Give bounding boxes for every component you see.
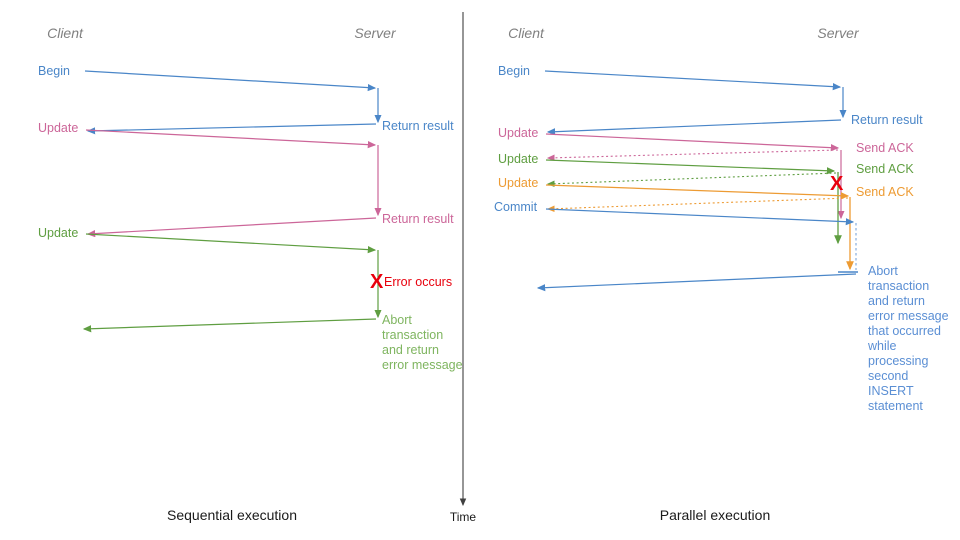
arrow-return-result-1: [86, 123, 377, 135]
arrow-commit: [545, 208, 855, 226]
lane-header-client: Client: [47, 25, 84, 41]
arrow-send-ack-1: [546, 149, 839, 162]
note-line: error message: [382, 358, 463, 372]
note-line: transaction: [382, 328, 443, 342]
error-marker-sequential: X Error occurs: [370, 271, 452, 293]
message-update-1-parallel: Update Send ACK: [498, 126, 914, 155]
note-line: statement: [868, 399, 923, 413]
message-begin: Begin: [38, 64, 377, 92]
message-abort-return-parallel: Abort transaction and return error messa…: [536, 264, 952, 413]
arrow-return-result-parallel: [546, 119, 842, 136]
message-update-2: Update: [38, 226, 377, 254]
message-return-result-parallel: Return result: [546, 113, 923, 136]
arrow-send-ack-2: [546, 172, 837, 188]
server-note-sequential: Abort transaction and return error messa…: [382, 313, 463, 372]
arrow-update-2: [85, 233, 377, 254]
error-x-icon: X: [370, 271, 384, 293]
message-label-return-result-parallel: Return result: [851, 113, 923, 127]
arrow-update-3-parallel: [545, 184, 850, 200]
message-update-2-parallel: Update Send ACK: [498, 152, 914, 176]
note-line: and return: [868, 294, 925, 308]
message-label-commit: Commit: [494, 200, 538, 214]
note-line: Abort: [868, 264, 898, 278]
arrow-update-1-parallel: [545, 133, 840, 152]
panel-caption-sequential: Sequential execution: [167, 507, 297, 523]
message-label-begin-parallel: Begin: [498, 64, 530, 78]
time-axis-label: Time: [450, 510, 477, 524]
note-line: error message: [868, 309, 949, 323]
arrow-return-result-2: [86, 217, 377, 238]
error-x-icon-parallel: X: [830, 173, 844, 195]
message-label-return-result-1: Return result: [382, 119, 454, 133]
note-line: second: [868, 369, 908, 383]
note-line: INSERT: [868, 384, 914, 398]
message-label-return-result-2: Return result: [382, 212, 454, 226]
message-return-result-2: Return result: [86, 212, 454, 238]
server-note-parallel: Abort transaction and return error messa…: [867, 264, 952, 413]
arrow-send-ack-3: [546, 197, 849, 213]
lane-header-server-parallel: Server: [817, 25, 860, 41]
panel-parallel: Client Server Begin Return result Update…: [494, 25, 952, 523]
lane-header-server: Server: [354, 25, 397, 41]
note-line: processing: [868, 354, 928, 368]
message-label-send-ack-2: Send ACK: [856, 162, 914, 176]
message-label-send-ack-3: Send ACK: [856, 185, 914, 199]
message-label-update-2-parallel: Update: [498, 152, 538, 166]
message-begin-parallel: Begin: [498, 64, 842, 91]
message-label-begin: Begin: [38, 64, 70, 78]
message-label-update-1: Update: [38, 121, 78, 135]
note-line: that occurred: [868, 324, 941, 338]
arrow-abort-return: [82, 318, 377, 333]
arrow-abort-return-parallel: [536, 273, 857, 292]
arrow-begin: [84, 70, 377, 92]
message-return-result-1: Return result: [86, 119, 454, 135]
note-line: and return: [382, 343, 439, 357]
error-label: Error occurs: [384, 275, 452, 289]
time-axis: Time: [450, 12, 477, 524]
arrow-begin-parallel: [544, 70, 842, 91]
panel-sequential: Client Server Begin Return result Update…: [38, 25, 463, 523]
message-label-update-2: Update: [38, 226, 78, 240]
message-update-3-parallel: Update Send ACK: [498, 176, 914, 200]
message-update-1: Update: [38, 121, 377, 149]
note-line: transaction: [868, 279, 929, 293]
arrow-update-1: [85, 129, 377, 149]
panel-caption-parallel: Parallel execution: [660, 507, 771, 523]
message-abort-return-sequential: Abort transaction and return error messa…: [82, 313, 463, 372]
arrow-update-2-parallel: [545, 159, 836, 175]
message-label-update-3-parallel: Update: [498, 176, 538, 190]
note-line: while: [867, 339, 897, 353]
message-commit-parallel: Commit: [494, 200, 855, 226]
message-label-send-ack-1: Send ACK: [856, 141, 914, 155]
message-label-update-1-parallel: Update: [498, 126, 538, 140]
note-line: Abort: [382, 313, 412, 327]
lane-header-client-parallel: Client: [508, 25, 545, 41]
